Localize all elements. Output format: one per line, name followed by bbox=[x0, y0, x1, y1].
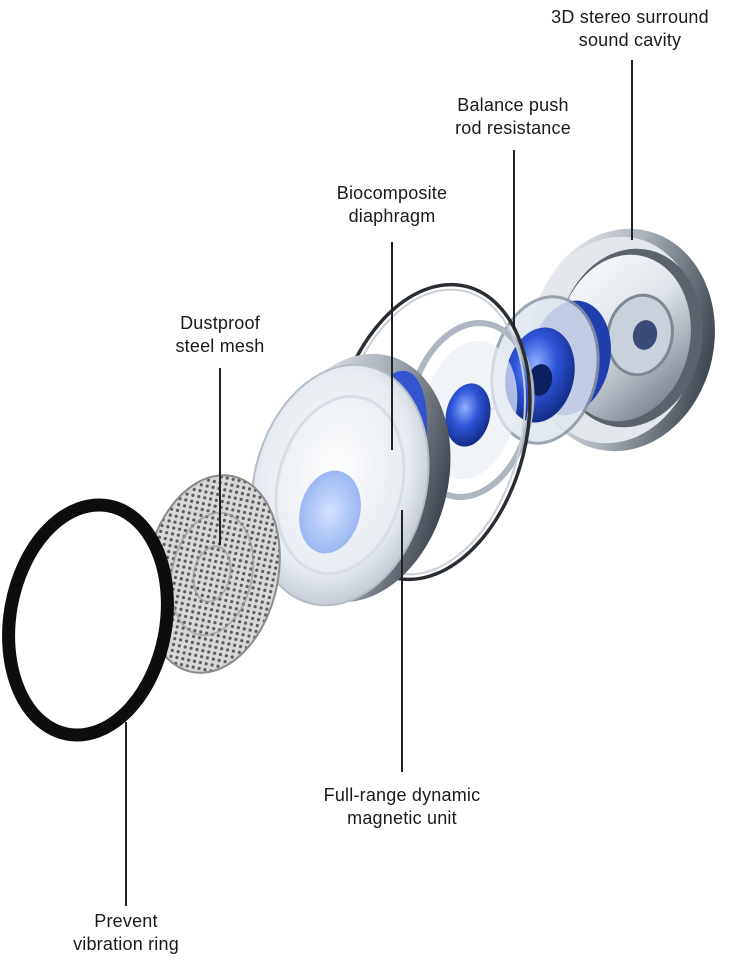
vibration-ring bbox=[2, 498, 174, 742]
label-push-rod: Balance push rod resistance bbox=[418, 94, 608, 140]
label-diaphragm: Biocomposite diaphragm bbox=[302, 182, 482, 228]
label-diaphragm-line1: Biocomposite bbox=[336, 183, 448, 203]
label-vibration-ring-line1: Prevent bbox=[94, 911, 158, 931]
label-vibration-ring-line2: vibration ring bbox=[73, 934, 179, 954]
label-vibration-ring: Prevent vibration ring bbox=[36, 910, 216, 956]
label-steel-mesh: Dustproof steel mesh bbox=[140, 312, 300, 358]
label-surround-cavity: 3D stereo surround sound cavity bbox=[530, 6, 730, 52]
label-steel-mesh-line2: steel mesh bbox=[175, 336, 265, 356]
label-surround-cavity-line2: sound cavity bbox=[578, 30, 682, 50]
label-surround-cavity-line1: 3D stereo surround bbox=[551, 7, 709, 27]
label-magnetic-unit-line1: Full-range dynamic bbox=[323, 785, 481, 805]
label-push-rod-line1: Balance push bbox=[457, 95, 569, 115]
label-steel-mesh-line1: Dustproof bbox=[180, 313, 260, 333]
diaphragm-plate bbox=[250, 353, 451, 607]
label-magnetic-unit-line2: magnetic unit bbox=[347, 808, 457, 828]
label-magnetic-unit: Full-range dynamic magnetic unit bbox=[290, 784, 514, 830]
label-push-rod-line2: rod resistance bbox=[455, 118, 571, 138]
label-diaphragm-line2: diaphragm bbox=[348, 206, 436, 226]
leader-lines bbox=[125, 60, 633, 906]
